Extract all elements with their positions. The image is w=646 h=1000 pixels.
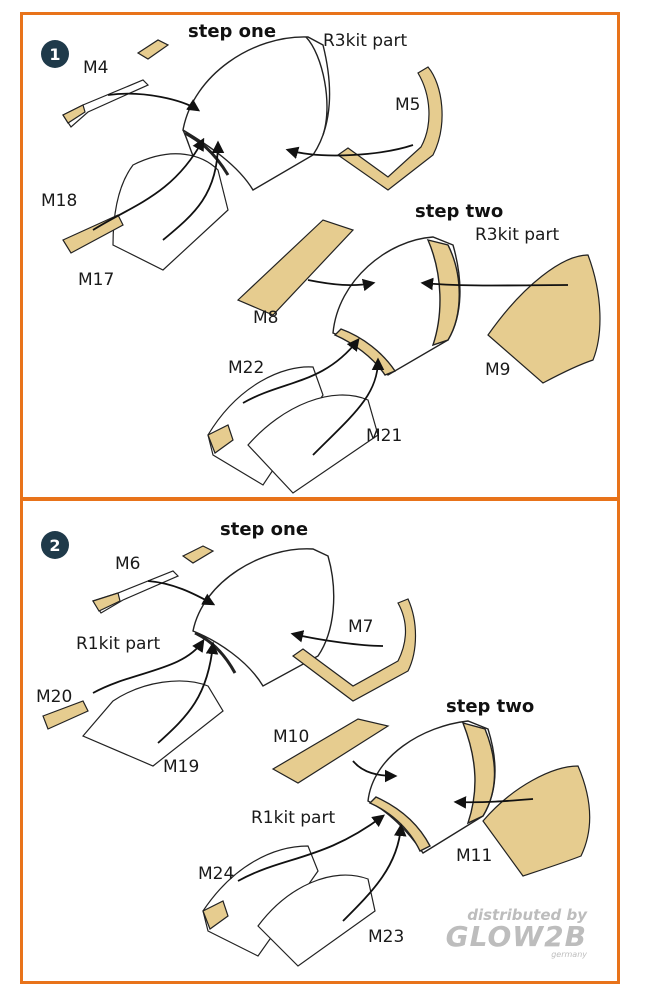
label-m18: M18 xyxy=(41,191,78,211)
part-m6 xyxy=(92,545,215,614)
watermark-line-1: distributed by xyxy=(467,906,587,924)
part-m5 xyxy=(336,66,443,191)
label-m20: M20 xyxy=(36,687,73,707)
step-two-title: step two xyxy=(415,201,504,222)
step-one-title: step one xyxy=(220,519,309,540)
step-badge-2: 2 xyxy=(41,531,69,559)
label-r1-kit-part-mid: R1kit part xyxy=(251,808,336,828)
step-badge-1: 1 xyxy=(41,40,69,68)
watermark-line-3: germany xyxy=(551,950,587,959)
arrows xyxy=(92,92,569,456)
label-m24: M24 xyxy=(198,864,235,884)
step-one-title: step one xyxy=(188,21,277,42)
cowl-step-two xyxy=(367,720,496,854)
label-m4: M4 xyxy=(83,58,109,78)
label-m19: M19 xyxy=(163,757,200,777)
part-m8 xyxy=(236,219,355,316)
part-m9 xyxy=(487,254,601,384)
cowl-step-two xyxy=(332,236,461,376)
label-m7: M7 xyxy=(348,617,374,637)
part-m4 xyxy=(62,39,170,128)
part-m7 xyxy=(291,598,417,702)
label-m9: M9 xyxy=(485,360,511,380)
label-m21: M21 xyxy=(366,426,403,446)
label-r3-kit-part-top: R3kit part xyxy=(323,31,408,51)
label-r3-kit-part-mid: R3kit part xyxy=(475,225,560,245)
label-m5: M5 xyxy=(395,95,421,115)
label-m17: M17 xyxy=(78,270,115,290)
panel-step-1: 1 step one step two M4 R3kit part M5 M18… xyxy=(20,12,620,500)
part-m19-m20 xyxy=(42,680,224,767)
arrows xyxy=(92,580,534,922)
watermark-logo: GLOW2B xyxy=(445,920,587,953)
part-m23-m24 xyxy=(202,845,376,967)
label-m22: M22 xyxy=(228,358,265,378)
part-m17-m18 xyxy=(62,153,229,271)
label-m6: M6 xyxy=(115,554,141,574)
label-r1-kit-part-top: R1kit part xyxy=(76,634,161,654)
part-m21-m22 xyxy=(207,366,379,494)
label-m10: M10 xyxy=(273,727,310,747)
label-m8: M8 xyxy=(253,308,279,328)
label-m11: M11 xyxy=(456,846,493,866)
panel-step-2: 2 step one step two M6 R1kit part M7 M20… xyxy=(20,498,620,984)
distributor-watermark: distributed by GLOW2B germany xyxy=(446,908,587,959)
panel-2-illustration xyxy=(42,545,591,967)
panel-1-illustration xyxy=(62,36,601,494)
label-m23: M23 xyxy=(368,927,405,947)
part-m11 xyxy=(482,765,591,877)
part-m10 xyxy=(271,718,390,784)
step-two-title: step two xyxy=(446,696,535,717)
